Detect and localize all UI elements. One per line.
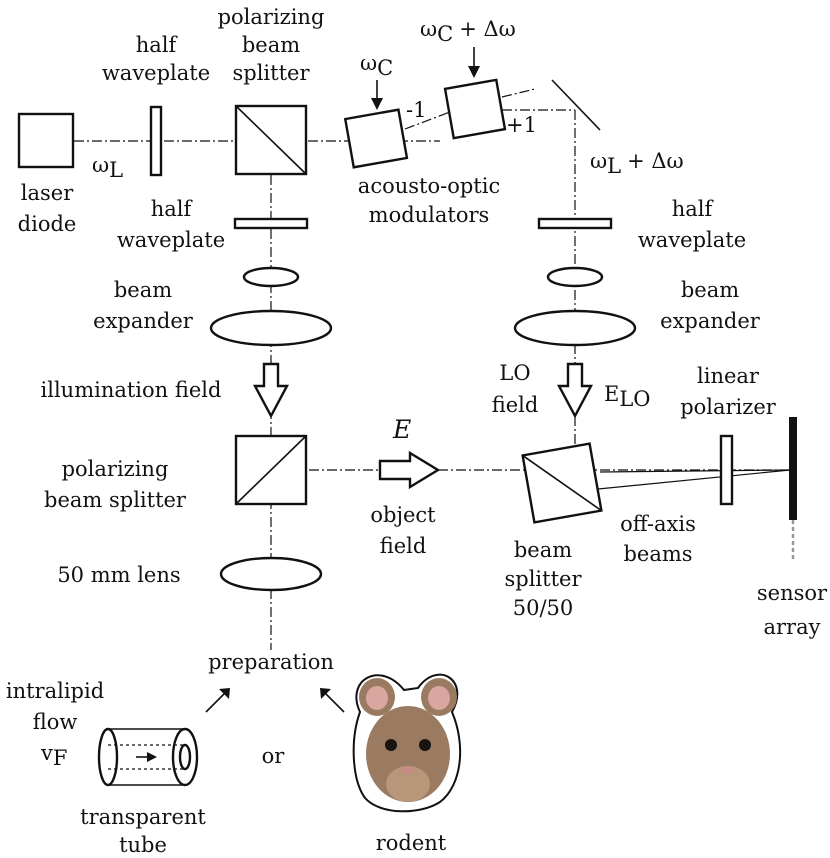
label-linear-polarizer-2: polarizer bbox=[680, 395, 777, 419]
label-beam-splitter-5050-3: 50/50 bbox=[513, 596, 574, 620]
beam-aom-minus1 bbox=[404, 111, 451, 130]
label-pbs-mid-1: polarizing bbox=[62, 457, 169, 481]
object-field-arrow bbox=[378, 450, 441, 490]
beam-expander-right-small-lens bbox=[546, 266, 604, 288]
label-sensor-array-2: array bbox=[764, 615, 821, 639]
laser-diode bbox=[17, 112, 75, 169]
label-omega-l: ωL bbox=[92, 153, 123, 182]
label-omega-c-plus-delta: ωC+ Δω bbox=[420, 17, 516, 46]
label-beam-expander-right-2: expander bbox=[660, 309, 761, 333]
half-waveplate-1 bbox=[149, 105, 163, 177]
label-beam-splitter-5050-2: splitter bbox=[505, 567, 583, 591]
label-e-lo: ELO bbox=[604, 382, 651, 411]
label-transparent-tube-1: transparent bbox=[80, 805, 206, 829]
label-laser-diode-1: laser bbox=[21, 181, 74, 205]
beam-expander-right-large-lens bbox=[513, 309, 637, 347]
label-omega-l-plus-delta: ωL+ Δω bbox=[590, 149, 684, 178]
label-sensor-array-1: sensor bbox=[757, 581, 828, 605]
label-beam-splitter-5050-1: beam bbox=[514, 538, 572, 562]
off-axis-beam-line bbox=[587, 469, 791, 491]
label-off-axis-2: beams bbox=[623, 542, 692, 566]
label-pbs-top-3: splitter bbox=[233, 61, 311, 85]
label-e-field: E bbox=[392, 415, 411, 444]
label-off-axis-1: off-axis bbox=[620, 512, 696, 536]
arrow-omega-c bbox=[371, 80, 383, 110]
label-half-waveplate-2a: half bbox=[151, 197, 194, 221]
polarizing-beam-splitter-top bbox=[234, 104, 308, 176]
half-waveplate-2 bbox=[233, 217, 309, 230]
label-half-waveplate-2b: waveplate bbox=[117, 228, 225, 252]
label-half-waveplate-1b: waveplate bbox=[102, 61, 210, 85]
polarizing-beam-splitter-mid bbox=[234, 434, 308, 506]
label-omega-c: ωC bbox=[360, 51, 393, 80]
lo-field-arrow bbox=[557, 362, 593, 419]
label-acousto-optic-2: modulators bbox=[369, 203, 490, 227]
label-pbs-top-2: beam bbox=[242, 33, 300, 57]
label-aom-plus1: +1 bbox=[506, 113, 537, 137]
mirror bbox=[551, 79, 601, 131]
label-pbs-mid-2: beam splitter bbox=[44, 488, 187, 512]
label-half-waveplate-3a: half bbox=[672, 197, 715, 221]
label-v-f: vF bbox=[40, 741, 67, 770]
label-50mm-lens: 50 mm lens bbox=[57, 563, 180, 587]
label-beam-expander-left-1: beam bbox=[114, 278, 172, 302]
beam-splitter-5050 bbox=[521, 442, 603, 524]
label-beam-expander-left-2: expander bbox=[93, 309, 194, 333]
label-transparent-tube-2: tube bbox=[119, 833, 167, 857]
arrow-tube-to-preparation bbox=[205, 688, 230, 713]
half-waveplate-3 bbox=[537, 217, 613, 230]
label-object-field-1: object bbox=[370, 503, 436, 527]
label-pbs-top-1: polarizing bbox=[218, 5, 325, 29]
aom-1 bbox=[343, 108, 409, 169]
label-object-field-2: field bbox=[380, 534, 427, 558]
illumination-field-arrow bbox=[253, 362, 289, 419]
arrow-omega-c-plus bbox=[468, 47, 480, 78]
label-preparation: preparation bbox=[208, 650, 334, 674]
label-half-waveplate-3b: waveplate bbox=[638, 228, 746, 252]
label-lo-field-1: LO bbox=[499, 361, 530, 385]
label-acousto-optic-1: acousto-optic bbox=[358, 174, 500, 198]
label-linear-polarizer-1: linear bbox=[697, 364, 760, 388]
sensor-array bbox=[789, 417, 797, 560]
label-illumination-field: illumination field bbox=[41, 378, 222, 402]
beam-expander-left-small-lens bbox=[242, 266, 300, 288]
off-axis-beam-line-2 bbox=[599, 469, 791, 473]
linear-polarizer bbox=[719, 434, 734, 506]
label-beam-expander-right-1: beam bbox=[681, 278, 739, 302]
beam-expander-left-large-lens bbox=[209, 309, 333, 347]
beam-aom-plus1-stub bbox=[501, 88, 536, 98]
label-or: or bbox=[262, 744, 286, 768]
label-intralipid-1: intralipid bbox=[6, 679, 104, 703]
aom-2 bbox=[443, 78, 507, 140]
rodent-image bbox=[352, 673, 462, 813]
transparent-tube bbox=[97, 727, 199, 787]
label-laser-diode-2: diode bbox=[18, 212, 77, 236]
label-aom-minus1: -1 bbox=[406, 98, 426, 122]
lens-50mm bbox=[219, 556, 323, 592]
label-rodent: rodent bbox=[376, 831, 447, 855]
label-half-waveplate-1a: half bbox=[136, 33, 179, 57]
label-intralipid-2: flow bbox=[33, 710, 78, 734]
label-lo-field-2: field bbox=[492, 393, 539, 417]
arrow-rodent-to-preparation bbox=[320, 688, 345, 713]
